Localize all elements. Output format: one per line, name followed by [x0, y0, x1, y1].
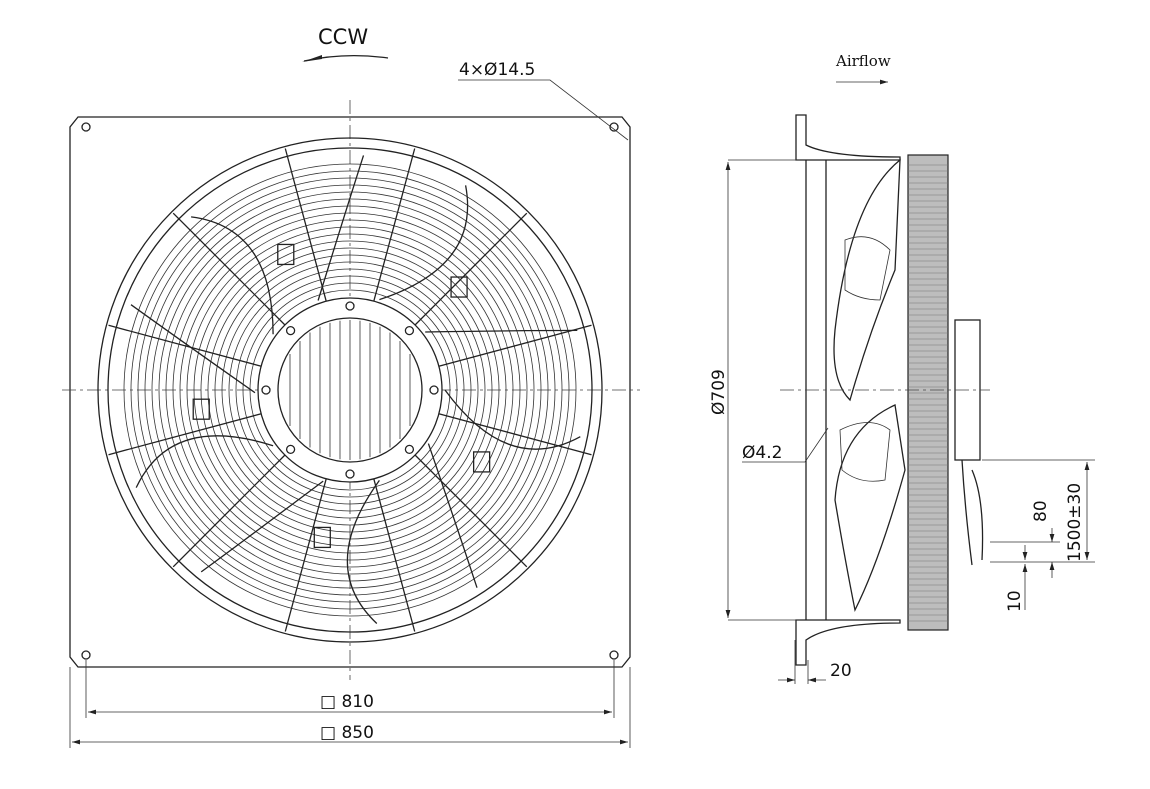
fan-blades: [130, 155, 581, 624]
motor-hub: [277, 317, 423, 463]
blade-clip: [839, 422, 891, 482]
hub-bolt: [285, 444, 296, 455]
guard-ring: [172, 212, 528, 568]
guard-ring: [123, 163, 577, 617]
mounting-plate: [69, 116, 631, 668]
guard-ring: [207, 247, 493, 533]
guard-ring: [221, 261, 479, 519]
cable-length-label: 1500±30: [1065, 483, 1085, 562]
venturi-outer-ring: [97, 137, 603, 643]
blade-clip: [192, 398, 210, 420]
small-hole-label: Ø4.2: [742, 443, 782, 463]
cables: [961, 459, 984, 566]
blade-upper: [833, 158, 901, 402]
guard-ring: [235, 275, 465, 505]
guard-spoke: [108, 412, 264, 456]
front-view: CCW 4×Ø14.5 □ 810 □ 850: [62, 25, 640, 748]
guard-spoke: [284, 148, 328, 304]
guard-spoke: [172, 212, 287, 327]
blade-clip: [450, 276, 468, 298]
guard-ring: [186, 226, 514, 554]
blade-lower: [834, 404, 906, 612]
hub-bolts: [261, 301, 439, 479]
guard-spoke: [284, 476, 328, 632]
diameter-label: Ø709: [709, 369, 729, 415]
hole-spacing-label: □ 810: [320, 692, 374, 712]
guard-spoke: [372, 148, 416, 304]
guard-ring: [144, 184, 556, 596]
hub-bolt: [429, 385, 439, 395]
inlet-flange-bottom: [795, 619, 901, 666]
guard-ring: [214, 254, 486, 526]
motor-cooling-fins: [289, 320, 411, 460]
hub-bolt: [404, 444, 415, 455]
venturi-inner-ring: [107, 147, 593, 633]
small-hole-leader: [742, 427, 829, 463]
mounting-holes: [81, 122, 619, 660]
fan-blade: [427, 389, 581, 588]
guard-ring: [193, 233, 507, 547]
guard-spoke: [413, 453, 528, 568]
mounting-holes-leader: [458, 79, 629, 141]
guard-spoke: [172, 453, 287, 568]
inlet-flange-top: [795, 114, 901, 161]
wire-end-label: 10: [1005, 590, 1025, 612]
rotation-arrowhead: [302, 55, 322, 62]
mounting-hole: [81, 122, 91, 132]
guard-ring: [165, 205, 535, 575]
blade-clip: [313, 526, 331, 549]
guard-ring: [137, 177, 563, 603]
hub-bolt: [261, 385, 271, 395]
guard-spoke: [372, 476, 416, 632]
motor-body: [907, 154, 949, 631]
hub-bolt: [345, 469, 355, 479]
guard-spoke: [108, 324, 264, 368]
fan-blade: [191, 155, 365, 335]
blade-clip: [844, 236, 891, 301]
guard-ring: [242, 282, 458, 498]
guard-ring: [228, 268, 472, 512]
hub-bolt: [345, 301, 355, 311]
rotation-label: CCW: [318, 25, 368, 49]
motor-fins: [908, 164, 948, 622]
airflow-label: Airflow: [835, 52, 891, 70]
guard-spoke: [436, 412, 592, 456]
mounting-hole: [609, 122, 619, 132]
mounting-hole: [609, 650, 619, 660]
flange-depth-label: 20: [830, 661, 852, 681]
guard-ring: [249, 289, 451, 491]
blade-clip: [472, 451, 491, 473]
side-view: Airflow Ø709 Ø4.2 20 1500±30 80: [709, 52, 1095, 684]
guard-ring: [130, 170, 570, 610]
guard-rings: [123, 163, 577, 617]
plate-size-label: □ 850: [320, 723, 374, 743]
guard-ring: [151, 191, 549, 589]
guard-spokes: [108, 148, 592, 632]
hub-bolt: [285, 325, 296, 336]
blade-clip: [277, 243, 295, 266]
fan-blade: [379, 185, 578, 333]
fan-blade: [200, 480, 380, 624]
guard-spoke: [436, 324, 592, 368]
mounting-holes-label: 4×Ø14.5: [459, 60, 535, 80]
strip-length-label: 80: [1031, 500, 1051, 522]
guard-ring: [179, 219, 521, 561]
mounting-hole: [81, 650, 91, 660]
guard-spoke: [413, 212, 528, 327]
hub-bolt: [404, 325, 415, 336]
